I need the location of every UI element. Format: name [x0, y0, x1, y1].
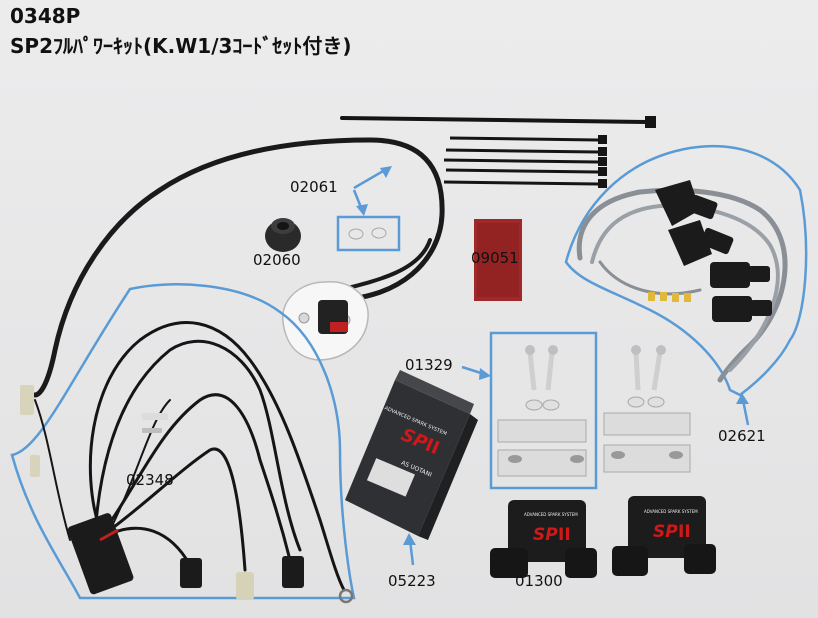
coil-left-caption: ADVANCED SPARK SYSTEM	[524, 512, 578, 517]
part-label-02061: 02061	[290, 178, 338, 196]
pickup-cable	[32, 137, 445, 398]
bracket-kit	[497, 345, 587, 477]
bracket-kit-right	[603, 345, 691, 473]
product-name: SP2ﾌﾙﾊﾟﾜｰｷｯﾄ(K.W1/3ｺｰﾄﾞｾｯﾄ付き)	[10, 34, 352, 58]
product-code: 0348P	[10, 4, 81, 28]
part-label-01300: 01300	[515, 572, 563, 590]
part-label-09051: 09051	[471, 249, 519, 267]
harness-outline	[10, 283, 356, 600]
bracket-kit-outline	[489, 331, 598, 490]
part-label-05223: 05223	[388, 572, 436, 590]
part-label-01329: 01329	[405, 356, 453, 374]
coil-right-caption: ADVANCED SPARK SYSTEM	[644, 509, 698, 514]
connectors	[20, 385, 354, 604]
pickup-plate	[282, 281, 369, 361]
ignition-coil-left: SP II ADVANCED SPARK SYSTEM	[490, 500, 597, 578]
coil-right-mark: II	[678, 522, 691, 542]
coil-left-brand: SP	[533, 525, 558, 545]
plug-caps	[648, 180, 772, 322]
washers	[336, 215, 401, 252]
part-label-02348: 02348	[126, 471, 174, 489]
ignition-coil-right: SP II ADVANCED SPARK SYSTEM	[612, 496, 716, 576]
cable-ties	[340, 116, 656, 188]
cdi-unit: SP II ADVANCED SPARK SYSTEM AS UOTANI	[345, 370, 478, 540]
rubber-pad	[474, 219, 522, 301]
part-label-02060: 02060	[253, 251, 301, 269]
coil-left-mark: II	[558, 525, 571, 545]
rotor-cap	[265, 218, 301, 252]
part-label-02621: 02621	[718, 427, 766, 445]
coil-right-brand: SP	[653, 522, 678, 542]
cord-outline	[564, 144, 808, 397]
wiring-harness	[34, 321, 346, 592]
